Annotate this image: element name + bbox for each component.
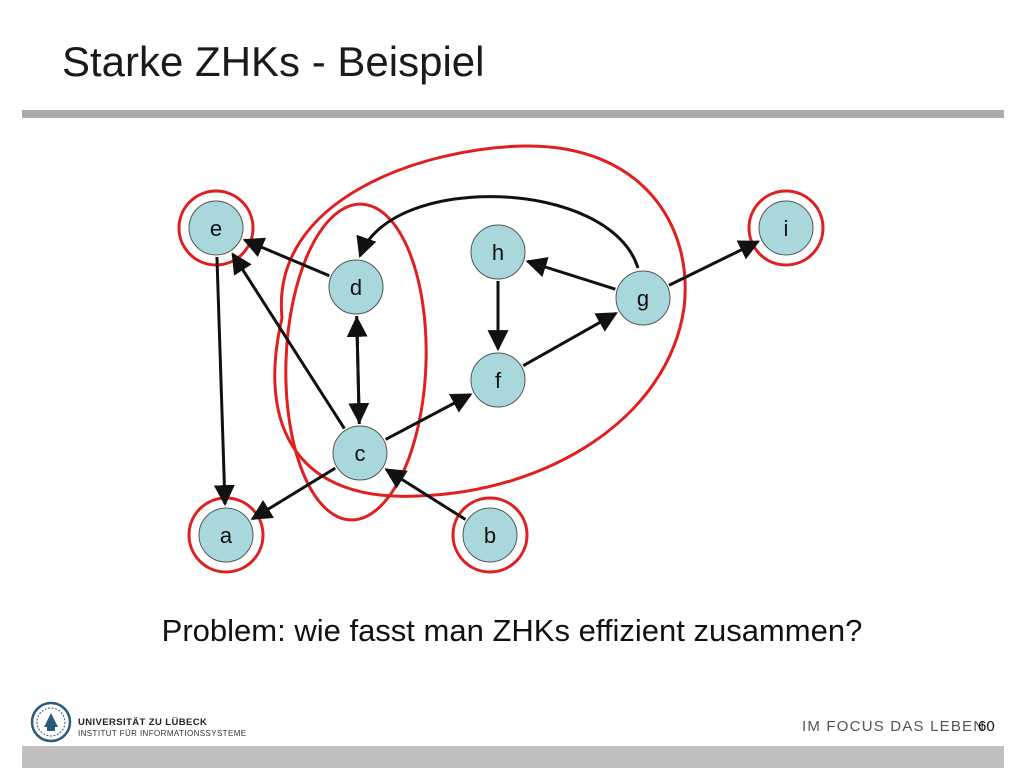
component-ring-b <box>451 496 529 574</box>
node-e: e <box>188 200 244 256</box>
graph-diagram: e d h i g f c a b <box>177 144 825 574</box>
component-ring-cdfgh <box>273 144 687 498</box>
node-circle-c <box>332 425 388 481</box>
node-d: d <box>328 259 384 315</box>
component-ring-i <box>747 189 825 267</box>
component-ring-cd <box>284 202 428 522</box>
node-f: f <box>470 352 526 408</box>
node-h: h <box>470 224 526 280</box>
edge-b-c <box>384 468 467 521</box>
node-a: a <box>198 507 254 563</box>
edge-e-a <box>213 256 235 507</box>
university-name: UNIVERSITÄT ZU LÜBECK <box>78 717 208 728</box>
university-seal-icon <box>30 701 72 743</box>
slide-title: Starke ZHKs - Beispiel <box>62 38 485 85</box>
node-circle-h <box>470 224 526 280</box>
title-divider <box>22 110 1004 118</box>
institute-name: INSTITUT FÜR INFORMATIONSSYSTEME <box>78 729 247 738</box>
node-circle-i <box>758 200 814 256</box>
node-b: b <box>462 507 518 563</box>
edge-f-g <box>522 311 618 368</box>
node-label-c: c <box>355 441 366 466</box>
node-label-h: h <box>492 240 504 265</box>
edge-d-e <box>242 237 330 278</box>
edge-g-d <box>356 195 640 269</box>
node-label-e: e <box>210 216 222 241</box>
edge-g-i <box>668 240 761 287</box>
node-i: i <box>758 200 814 256</box>
node-label-a: a <box>220 523 233 548</box>
node-circle-a <box>198 507 254 563</box>
node-g: g <box>615 270 671 326</box>
node-c: c <box>332 425 388 481</box>
slogan: IM FOCUS DAS LEBEN <box>802 718 986 735</box>
footer-bar <box>22 746 1004 768</box>
page-number: 60 <box>978 718 995 735</box>
node-circle-b <box>462 507 518 563</box>
edge-c-d <box>346 315 368 425</box>
node-circle-f <box>470 352 526 408</box>
node-label-f: f <box>495 368 502 393</box>
node-circle-e <box>188 200 244 256</box>
node-label-d: d <box>350 275 362 300</box>
node-label-i: i <box>784 216 789 241</box>
edge-c-e <box>231 252 346 430</box>
node-circle-g <box>615 270 671 326</box>
node-circle-d <box>328 259 384 315</box>
edge-c-f <box>384 393 473 441</box>
node-label-b: b <box>484 523 496 548</box>
edge-c-a <box>250 466 337 521</box>
node-label-g: g <box>637 286 649 311</box>
problem-statement: Problem: wie fasst man ZHKs effizient zu… <box>161 613 863 648</box>
edge-g-h <box>525 257 616 291</box>
